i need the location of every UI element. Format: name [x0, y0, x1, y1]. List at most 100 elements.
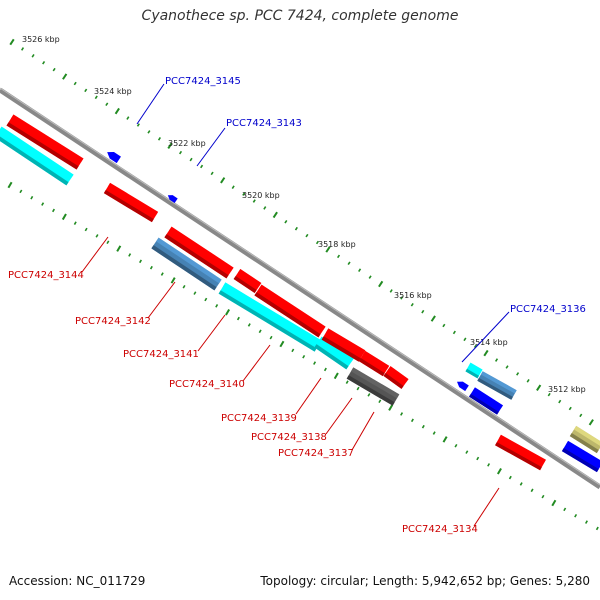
- ruler-tick: [30, 195, 34, 200]
- gene-callouts: PCC7424_3145PCC7424_3143PCC7424_3136PCC7…: [8, 76, 586, 535]
- gene-blue-right-body: [561, 440, 600, 473]
- ruler-tick: [421, 309, 425, 314]
- ruler-tick: [313, 361, 317, 365]
- ruler-tick: [584, 520, 588, 524]
- gene-3134-shade: [495, 442, 542, 471]
- accession-text: Accession: NC_011729: [9, 574, 146, 588]
- ruler-tick: [452, 330, 456, 335]
- ruler-tick: [410, 302, 414, 307]
- ruler-tick: [170, 277, 176, 284]
- gene-label-top: PCC7424_3136: [510, 304, 586, 315]
- ruler-tick: [252, 199, 256, 203]
- ruler-tick: [95, 234, 99, 238]
- gene-cyan-left-body: [0, 126, 74, 186]
- ruler-tick: [519, 482, 523, 486]
- gene-3137-shade: [383, 372, 404, 389]
- gene-3137-top: [388, 366, 409, 383]
- callout-line: [473, 487, 500, 527]
- ruler-tick: [42, 60, 46, 65]
- ruler-tick: [52, 208, 56, 213]
- ruler-tick: [536, 384, 542, 391]
- gene-3144-top: [107, 182, 159, 216]
- ruler-tick: [505, 365, 509, 369]
- ruler-tick: [410, 418, 414, 423]
- gene-khaki-body: [569, 425, 600, 454]
- gene-label-bottom: PCC7424_3134: [402, 524, 478, 535]
- ruler-tick: [128, 253, 132, 257]
- gene-3143: [167, 195, 178, 204]
- ruler-tick: [263, 206, 267, 210]
- gene-3144-body: [103, 182, 159, 223]
- gene-label-bottom: PCC7424_3141: [123, 349, 199, 360]
- callout-line: [196, 127, 226, 167]
- gene-3141-shade: [233, 275, 257, 293]
- callout-line: [325, 397, 353, 435]
- ruler-tick: [378, 399, 382, 404]
- gene-3134: [495, 434, 546, 471]
- gene-3140: [254, 284, 326, 338]
- gene-features: [0, 114, 600, 473]
- ruler-tick: [105, 102, 109, 107]
- gene-cyan-3140-top: [223, 282, 322, 345]
- callout-line: [197, 314, 226, 352]
- gene-blue-arrow-top: [472, 387, 503, 409]
- ruler-tick: [200, 164, 204, 169]
- ruler-tick: [193, 291, 197, 295]
- ruler-tick: [7, 181, 13, 189]
- callout-line: [351, 411, 375, 451]
- ruler-tick: [61, 213, 67, 221]
- ruler-tick: [204, 297, 208, 302]
- callout-line: [136, 83, 165, 125]
- gene-3136-shade: [477, 377, 513, 400]
- ruler-tick: [73, 221, 77, 225]
- gene-3142-top: [169, 226, 234, 272]
- map-title: Cyanothece sp. PCC 7424, complete genome: [141, 8, 459, 24]
- ruler-tick: [220, 177, 226, 184]
- gene-khaki: [569, 425, 600, 454]
- gene-blue-3136-shape: [456, 381, 469, 392]
- gene-3134-body: [495, 434, 546, 471]
- ruler-tick: [62, 73, 68, 80]
- gene-blue-right: [561, 440, 600, 473]
- ruler-tick: [236, 316, 240, 321]
- gene-3137: [383, 366, 409, 389]
- gene-3140-shade: [254, 292, 321, 338]
- ruler-tick: [242, 192, 246, 196]
- ruler-tick: [563, 507, 567, 512]
- gene-khaki-shade: [569, 433, 599, 454]
- gene-cyan-3139-body: [314, 336, 354, 370]
- ruler-tick: [160, 272, 164, 276]
- gene-3139-body: [321, 328, 366, 362]
- ruler-tick: [463, 337, 467, 342]
- ruler-tick: [530, 488, 534, 493]
- ruler-tick: [454, 443, 458, 448]
- ruler-tick: [595, 526, 599, 531]
- gene-3141-top: [237, 269, 262, 287]
- gene-3143-shape: [167, 195, 178, 204]
- callout-line: [242, 344, 271, 382]
- gene-red-left: [6, 114, 84, 170]
- gene-3145: [107, 152, 121, 164]
- gene-3142-body: [164, 226, 234, 279]
- gene-blue-3136: [456, 381, 469, 392]
- ruler-tick: [574, 513, 578, 518]
- ruler-tick: [302, 354, 306, 359]
- gene-3142: [164, 226, 234, 279]
- gene-3134-top: [498, 434, 546, 464]
- ruler-tick: [430, 315, 436, 322]
- ruler-tick: [189, 157, 193, 162]
- ruler-tick: [323, 367, 327, 372]
- ruler-tick: [336, 254, 341, 259]
- gene-steel-3142: [151, 237, 222, 291]
- ruler-label: 3514 kbp: [470, 338, 508, 347]
- ruler-tick: [231, 185, 235, 189]
- ruler-tick: [388, 404, 394, 411]
- gene-label-bottom: PCC7424_3142: [75, 316, 151, 327]
- ruler-tick: [325, 246, 331, 253]
- ruler-tick: [465, 450, 469, 454]
- ruler-tick: [247, 323, 251, 327]
- ruler-tick: [558, 399, 562, 404]
- ruler-tick: [315, 240, 320, 245]
- gene-3138-shade: [358, 358, 385, 377]
